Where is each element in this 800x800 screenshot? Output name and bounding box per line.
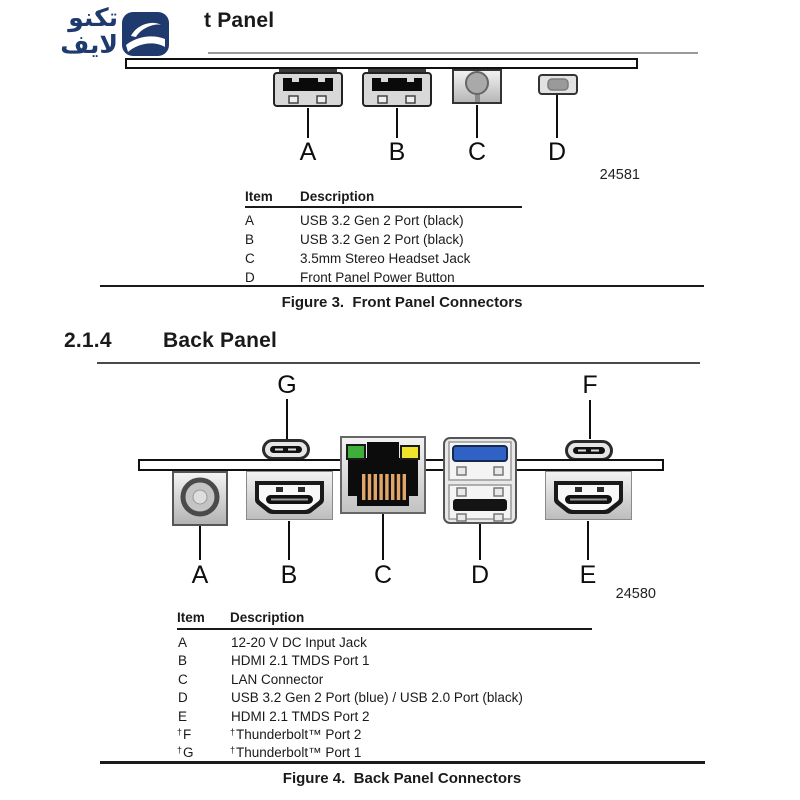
table-row: A 12-20 V DC Input Jack — [177, 635, 523, 653]
table-cell-item: †G — [177, 745, 194, 761]
front-table-header-item: Item — [245, 189, 273, 204]
leader-line-front-a — [307, 108, 309, 138]
back-figure-caption: Figure 4. Back Panel Connectors — [282, 770, 522, 787]
table-cell-item: A — [245, 213, 255, 228]
front-figure-number: 24581 — [599, 167, 640, 183]
table-row: C LAN Connector — [177, 672, 523, 690]
headset-jack-icon — [452, 69, 502, 104]
swoosh-logo-icon — [122, 12, 169, 56]
table-cell-item: B — [178, 653, 188, 669]
back-port-label-d: D — [470, 561, 490, 589]
table-cell-description: 3.5mm Stereo Headset Jack — [300, 251, 471, 266]
table-cell-item: C — [245, 251, 255, 266]
back-port-label-g: G — [277, 371, 297, 399]
leader-line-back-d — [479, 524, 481, 560]
table-cell-description: USB 3.2 Gen 2 Port (black) — [300, 213, 464, 228]
usb-stack-icon — [443, 437, 517, 524]
front-table-bottom-rule — [100, 285, 704, 287]
table-row: D USB 3.2 Gen 2 Port (blue) / USB 2.0 Po… — [177, 690, 523, 708]
table-cell-description: †Thunderbolt™ Port 1 — [230, 745, 362, 761]
back-table-header: Item Description — [177, 610, 304, 625]
back-table-header-item: Item — [177, 610, 205, 625]
front-port-label-d: D — [547, 138, 567, 166]
back-panel-heading: Back Panel — [163, 329, 278, 352]
back-port-label-a: A — [191, 561, 209, 589]
thunderbolt-port-f-icon — [565, 440, 613, 461]
table-cell-item: A — [178, 635, 188, 650]
lan-port-icon — [340, 436, 426, 514]
table-cell-description: †Thunderbolt™ Port 2 — [230, 726, 362, 742]
back-heading-rule — [97, 362, 700, 364]
front-port-label-b: B — [388, 138, 406, 166]
back-table-bottom-rule — [100, 761, 705, 764]
table-cell-description: USB 3.2 Gen 2 Port (blue) / USB 2.0 Port… — [231, 690, 523, 706]
back-port-label-b: B — [280, 561, 298, 589]
back-port-label-c: C — [373, 561, 393, 589]
table-cell-item: B — [245, 232, 255, 247]
logo-brand-text: تكنو لايف — [28, 4, 118, 58]
table-cell-description: Front Panel Power Button — [300, 270, 455, 285]
table-row: B HDMI 2.1 TMDS Port 1 — [177, 653, 523, 671]
usb-port-a-icon — [273, 69, 343, 107]
usb-port-b-icon — [362, 69, 432, 107]
table-row: †G †Thunderbolt™ Port 1 — [177, 745, 523, 763]
table-cell-description: 12-20 V DC Input Jack — [231, 635, 367, 650]
table-row: C 3.5mm Stereo Headset Jack — [245, 251, 470, 270]
leader-line-back-b — [288, 521, 290, 560]
hdmi-port-1-icon — [246, 471, 333, 520]
back-table-header-description: Description — [230, 610, 305, 625]
front-port-label-a: A — [299, 138, 317, 166]
logo-brand-line2: لايف — [60, 30, 118, 59]
table-cell-description: LAN Connector — [231, 671, 324, 687]
leader-line-back-a — [199, 526, 201, 560]
front-table-header-rule — [245, 206, 522, 208]
table-cell-description: USB 3.2 Gen 2 Port (black) — [300, 232, 464, 247]
leader-line-front-d — [556, 95, 558, 138]
table-cell-description: HDMI 2.1 TMDS Port 2 — [231, 708, 370, 724]
leader-line-front-c — [476, 105, 478, 138]
front-table-header-description: Description — [300, 189, 375, 204]
back-figure-number: 24580 — [615, 586, 656, 602]
front-panel-bar — [125, 58, 638, 69]
retailer-logo: تكنو لايف — [0, 0, 210, 70]
back-table-header-rule — [177, 628, 592, 630]
table-row: B USB 3.2 Gen 2 Port (black) — [245, 232, 470, 251]
back-port-label-e: E — [579, 561, 597, 589]
hdmi-port-2-icon — [545, 471, 632, 520]
front-table-header: Item Description — [245, 189, 374, 204]
front-table-rows: A USB 3.2 Gen 2 Port (black) B USB 3.2 G… — [245, 213, 470, 289]
dc-input-jack-icon — [172, 471, 228, 526]
leader-line-back-g — [286, 399, 288, 439]
front-heading-rule — [208, 52, 698, 54]
thunderbolt-port-g-icon — [262, 439, 310, 460]
table-cell-item: †F — [177, 726, 192, 742]
front-figure-caption: Figure 3. Front Panel Connectors — [281, 294, 523, 311]
logo-brand-line1: تكنو — [68, 3, 118, 32]
front-panel-heading: t Panel — [204, 9, 275, 32]
table-cell-item: D — [178, 690, 188, 706]
back-section-number: 2.1.4 — [64, 329, 112, 352]
leader-line-front-b — [396, 108, 398, 138]
power-button-icon — [538, 74, 578, 95]
leader-line-back-e — [587, 521, 589, 560]
table-cell-item: D — [245, 270, 255, 285]
table-cell-item: E — [178, 708, 188, 724]
back-table-rows: A 12-20 V DC Input Jack B HDMI 2.1 TMDS … — [177, 635, 523, 764]
table-row: A USB 3.2 Gen 2 Port (black) — [245, 213, 470, 232]
table-row: D Front Panel Power Button — [245, 270, 470, 289]
table-row: E HDMI 2.1 TMDS Port 2 — [177, 709, 523, 727]
table-cell-item: C — [178, 671, 188, 687]
table-row: †F †Thunderbolt™ Port 2 — [177, 727, 523, 745]
back-port-label-f: F — [582, 371, 598, 399]
table-cell-description: HDMI 2.1 TMDS Port 1 — [231, 653, 370, 669]
leader-line-back-c — [382, 514, 384, 560]
front-port-label-c: C — [467, 138, 487, 166]
leader-line-back-f — [589, 400, 591, 439]
